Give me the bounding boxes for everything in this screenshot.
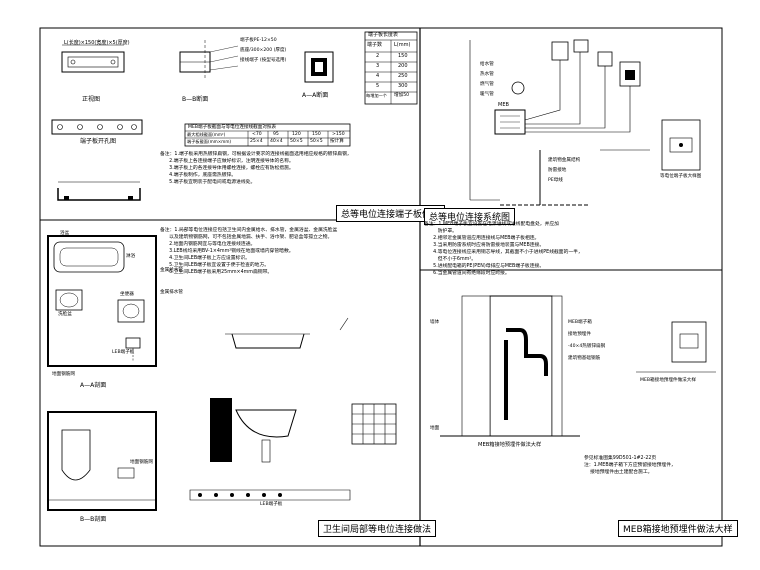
bath-label-leb: LEB端子板 (112, 350, 135, 355)
meb-title: MEB箱接地预埋件做法大样 (618, 520, 738, 537)
washbasin-elevation (189, 398, 351, 501)
section-table-title: MEB端子板截面与等电位连接线截面对照表 (188, 125, 277, 130)
system-label-heating: 暖气管 (480, 92, 494, 97)
conductor-section-table (184, 123, 351, 147)
system-diagram (469, 39, 650, 206)
section-table-header: 最大相线截面(mm²) (187, 132, 226, 137)
length-table-cell: 4 (376, 73, 380, 79)
section-table-cell: 50×5 (290, 139, 303, 144)
system-box-label: 等电位端子板大样图 (660, 174, 702, 179)
aa-section-drawing (304, 51, 334, 83)
system-label-structure: 建筑物金属结构 (548, 158, 581, 163)
terminal-length-table (364, 31, 418, 105)
bath-label-shower: 淋浴 (126, 254, 136, 259)
length-table-cell: 150 (398, 53, 408, 59)
meb-box-elevation (636, 321, 716, 373)
bath-label-toilet: 坐便器 (120, 292, 134, 297)
meb-notes: 参见标准图集99D501-1#2-22页 注：1.MEB端子箱下方应预留接地预埋… (584, 456, 676, 475)
section-table-cell: 按计算 (330, 139, 344, 144)
meb-label-steel: -40×4热镀锌扁钢 (568, 344, 606, 349)
bathtub-elevation (225, 317, 349, 349)
section-table-header: >150 (332, 132, 345, 137)
section-table-cell: 50×5 (310, 139, 323, 144)
system-label-hot-water: 热水管 (480, 72, 494, 77)
length-table-cell: 5 (376, 83, 380, 89)
bath-view-b-caption: B—B剖面 (80, 516, 107, 523)
bath-floor-label: 地面钢筋网 (130, 460, 153, 465)
system-label-gas: 燃气管 (480, 82, 494, 87)
section-table-header: 120 (292, 132, 301, 137)
length-table-cell: 每增加一个 (366, 93, 387, 98)
length-table-cell: 增加50 (394, 93, 410, 98)
bathroom-plan (47, 235, 157, 367)
terminal-legend-3: 接线端子 (按型号选用) (240, 58, 287, 63)
length-table-title: 端子板长度表 (368, 32, 399, 38)
system-label-lightning: 防雷接地 (548, 168, 567, 173)
aa-section-caption: A—A断面 (302, 92, 329, 99)
terminal-box-detail (661, 119, 701, 171)
front-view-caption: 正视图 (82, 96, 101, 103)
bath-label-water-pipe: 金属给水管 (160, 268, 183, 273)
front-view-drawing (61, 44, 125, 73)
bb-section-drawing (57, 181, 141, 201)
length-table-cell: 200 (398, 63, 408, 69)
meb-label-floor: 地面 (430, 426, 440, 431)
length-table-header-length: L(mm) (394, 42, 411, 48)
bath-view-a-caption: A—A剖面 (80, 382, 107, 389)
section-table-cell: 端子板截面(mm×mm) (187, 139, 232, 144)
meb-label-box: MEB端子箱 (568, 320, 592, 325)
section-table-header: 150 (312, 132, 321, 137)
meb-legend: MEB (498, 102, 509, 108)
sheet-frame (39, 27, 723, 547)
length-table-cell: 2 (376, 53, 380, 59)
terminal-legend-2: 底座/300×200 (厚度) (240, 48, 287, 53)
board-hole-caption: 端子板开孔图 (80, 138, 117, 145)
meb-label-embedded: 接地预埋件 (568, 332, 591, 337)
floor-grid (351, 403, 397, 445)
bath-label-tub: 浴盆 (60, 231, 70, 236)
length-table-cell: 250 (398, 73, 408, 79)
system-label-pe: PE母线 (548, 178, 563, 183)
bath-label-floor-mesh: 地面钢筋网 (52, 372, 75, 377)
meb-label-wall: 墙体 (430, 320, 440, 325)
front-view-dimension: L(长度)×150(宽度)×5(厚度) (64, 40, 130, 46)
meb-caption-b: MEB箱接地预埋件做法大样 (640, 378, 696, 383)
section-table-header: 95 (273, 132, 279, 137)
section-table-cell: 25×4 (250, 139, 263, 144)
system-notes: 备注：1.MEB端子板宜设置在电源进线或进线配电盘处，并应加 防护罩。 2.相邻… (424, 222, 583, 276)
meb-caption-a: MEB箱接地预埋件做法大样 (478, 442, 542, 448)
side-view-drawing (179, 40, 239, 80)
bathroom-notes: 备注：1.局部等电位连接应包括卫生间内金属给水、排水管，金属浴盆、金属洗脸盆 以… (160, 228, 338, 275)
terminal-board-notes: 备注：1.端子板采用热镀锌扁钢，可根据设计要求的连接线截面选用相应规格的镀锌扁钢… (160, 152, 352, 185)
terminal-legend-1: 端子板PE-12×50 (240, 38, 277, 43)
bathroom-title: 卫生间局部等电位连接做法 (318, 520, 437, 537)
length-table-cell: 300 (398, 83, 408, 89)
bath-label-drain-pipe: 金属排水管 (160, 290, 183, 295)
bath-leb-label: LEB端子板 (260, 502, 283, 507)
meb-label-rebar: 建筑物基础钢筋 (568, 356, 601, 361)
bathroom-section-b (47, 411, 157, 511)
meb-wall-section (440, 295, 580, 437)
section-table-header: <70 (252, 132, 262, 137)
system-title: 总等电位连接系统图 (424, 208, 516, 225)
section-table-cell: 40×4 (270, 139, 283, 144)
bath-label-basin: 洗脸盆 (58, 312, 72, 317)
side-view-caption: B—B断面 (182, 96, 209, 103)
system-label-water: 给水管 (480, 62, 494, 67)
board-hole-drawing (51, 119, 143, 135)
length-table-header-count: 端子数 (367, 42, 383, 48)
length-table-cell: 3 (376, 63, 380, 69)
